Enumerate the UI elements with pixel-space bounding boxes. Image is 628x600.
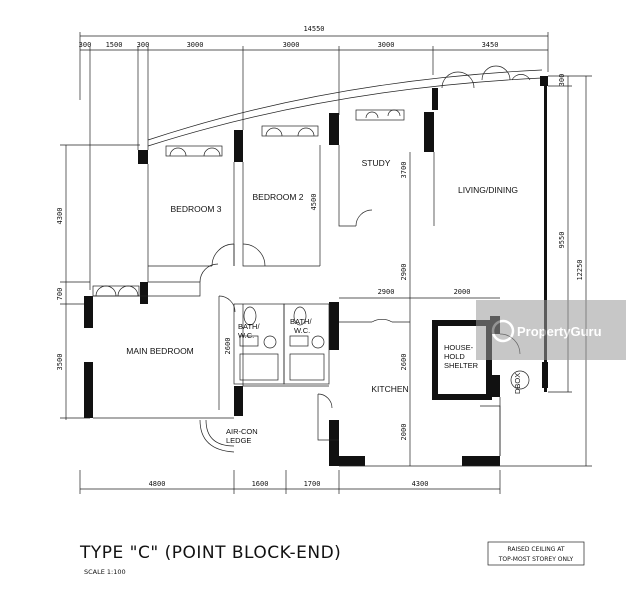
dim-kitchen-upper: 2600 [400, 354, 408, 371]
room-label-study: STUDY [362, 158, 391, 168]
room-label-kitchen: KITCHEN [371, 384, 408, 394]
overall-dimension: 14550 [303, 25, 324, 33]
watermark-text: PropertyGuru [517, 324, 602, 339]
dim-living-depth: 2900 [400, 264, 408, 281]
dim-bedroom2-depth: 4500 [310, 194, 318, 211]
room-label-bath-wc-2: BATH/W.C. [290, 317, 312, 335]
top-dim-3: 300 [137, 41, 150, 49]
dim-study-depth: 3700 [400, 162, 408, 179]
room-label-dbox: DBOX [513, 373, 522, 394]
bottom-dim-1: 4800 [149, 480, 166, 488]
right-dim-2: 9550 [558, 232, 566, 249]
propertyguru-logo-icon [491, 319, 515, 343]
note-box [487, 541, 585, 566]
scale-label: SCALE 1:100 [84, 568, 126, 576]
left-dimension-lines [60, 144, 140, 420]
room-label-bedroom3: BEDROOM 3 [170, 204, 221, 214]
windows [92, 65, 531, 297]
dim-bath-height: 2600 [224, 338, 232, 355]
room-label-main-bedroom: MAIN BEDROOM [126, 346, 194, 356]
propertyguru-watermark: PropertyGuru [476, 300, 626, 360]
top-dim-7: 3450 [482, 41, 499, 49]
room-label-living-dining: LIVING/DINING [458, 185, 518, 195]
top-dim-2: 1500 [106, 41, 123, 49]
top-dim-6: 3000 [378, 41, 395, 49]
dim-kitchen-lower: 2000 [400, 424, 408, 441]
walls [84, 76, 548, 466]
left-dim-3: 3500 [56, 354, 64, 371]
top-dimension-lines [79, 32, 549, 290]
top-dim-5: 3000 [283, 41, 300, 49]
bottom-dim-4: 4300 [412, 480, 429, 488]
right-dim-1: 300 [558, 74, 566, 87]
doors [199, 209, 521, 409]
right-dim-3: 12250 [576, 259, 584, 280]
note-line-2: TOP-MOST STOREY ONLY [498, 556, 574, 563]
top-dim-4: 3000 [187, 41, 204, 49]
dim-kitchen-width-right: 2000 [454, 288, 471, 296]
left-dim-1: 4300 [56, 208, 64, 225]
bath-fixtures [239, 306, 325, 381]
bottom-dim-2: 1600 [252, 480, 269, 488]
curved-facade-inner [147, 77, 543, 147]
curved-facade-outer [147, 69, 543, 141]
dim-kitchen-width-left: 2900 [378, 288, 395, 296]
bottom-dimension-lines [79, 470, 501, 494]
left-dim-2: 700 [56, 288, 64, 301]
dbox-circle [510, 370, 530, 390]
bottom-dim-3: 1700 [304, 480, 321, 488]
note-line-1: RAISED CEILING AT [507, 546, 564, 553]
plan-title: TYPE "C" (POINT BLOCK-END) [79, 543, 341, 563]
room-label-bedroom2: BEDROOM 2 [252, 192, 303, 202]
room-label-bath-wc-1: BATH/W.C. [238, 322, 260, 340]
top-dim-1: 300 [79, 41, 92, 49]
